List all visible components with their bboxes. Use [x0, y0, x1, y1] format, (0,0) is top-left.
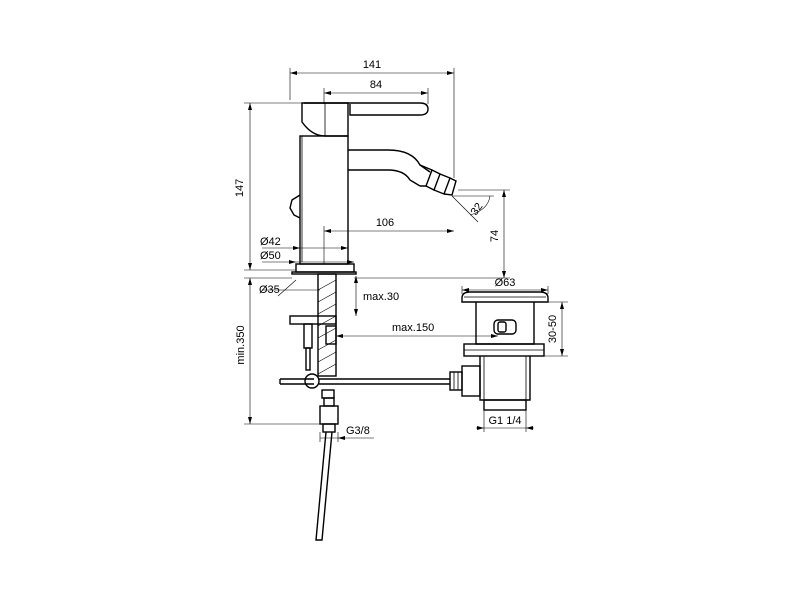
rod-clamp [304, 373, 320, 389]
dim-d42: Ø42 [260, 236, 281, 248]
dim-30-50: 30-50 [547, 315, 559, 343]
popup-waste [449, 291, 549, 411]
dim-84: 84 [370, 79, 382, 91]
faucet-lever [304, 102, 429, 116]
dim-d35: Ø35 [259, 284, 280, 296]
hose-hatching [317, 279, 337, 375]
dim-g114: G1 1/4 [488, 415, 521, 427]
faucet-base [295, 263, 355, 273]
dim-g38: G3/8 [346, 425, 370, 437]
flex-hose [315, 431, 333, 541]
dim-d50: Ø50 [260, 250, 281, 262]
waste-outlet [483, 399, 527, 411]
dim-32-degrees: 32 [469, 201, 486, 218]
fixing-plate [289, 315, 337, 325]
faucet-spout [348, 149, 431, 187]
dimensions: 141 84 147 106 74 32 [234, 59, 568, 442]
faucet [289, 102, 457, 275]
dim-d63: Ø63 [495, 277, 516, 289]
under-counter-assembly [279, 273, 450, 541]
spout-nozzle [419, 164, 457, 196]
popup-knob [289, 194, 301, 219]
waste-slot [493, 319, 517, 335]
dim-147: 147 [234, 179, 246, 197]
fixing-nut [325, 325, 337, 345]
g38-connector [319, 405, 339, 425]
dim-74: 74 [489, 230, 501, 242]
dim-141: 141 [363, 59, 381, 71]
dim-106: 106 [376, 217, 394, 229]
dim-max30: max.30 [363, 291, 399, 303]
dim-max150: max.150 [392, 322, 434, 334]
dim-min350: min.350 [235, 325, 247, 364]
